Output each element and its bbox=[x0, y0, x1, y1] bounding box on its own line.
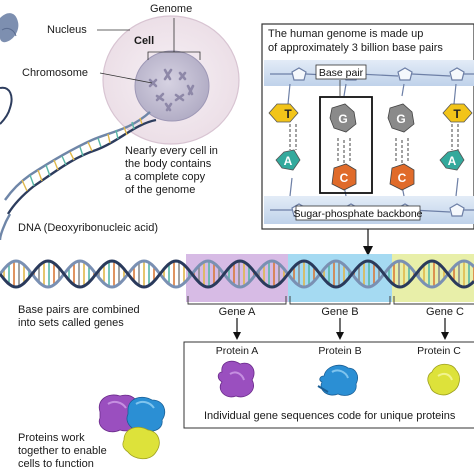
dna-rungs bbox=[3, 261, 474, 287]
cell-caption-line: of the genome bbox=[125, 184, 196, 196]
base-g-right-label: G bbox=[396, 112, 405, 126]
box-to-dna-arrow bbox=[363, 229, 373, 256]
base-c-mid bbox=[331, 163, 357, 191]
dna-strand bbox=[0, 259, 474, 289]
genome-box bbox=[261, 23, 474, 230]
work-caption-line: cells to function bbox=[18, 458, 94, 470]
gene-a-label: Gene A bbox=[218, 306, 256, 318]
bases: T A G C G C T A bbox=[268, 103, 473, 191]
base-c-mid-label: C bbox=[340, 171, 349, 185]
dna-label: DNA (Deoxyribonucleic acid) bbox=[18, 222, 158, 234]
dna-caption-line: Base pairs are combined bbox=[18, 304, 140, 316]
genome-label: Genome bbox=[150, 3, 193, 15]
proteins-caption: Individual gene sequences code for uniqu… bbox=[204, 410, 456, 422]
dna-helix-upper bbox=[0, 86, 157, 241]
genome-box-title-line: of approximately 3 billion base pairs bbox=[268, 42, 443, 54]
base-pair-highlight bbox=[319, 96, 373, 194]
chromosome-label: Chromosome bbox=[22, 67, 89, 79]
backbone-label: Sugar-phosphate backbone bbox=[293, 208, 422, 220]
base-c-right-label: C bbox=[398, 171, 407, 185]
work-caption-line: together to enable bbox=[18, 445, 107, 457]
nucleus-label: Nucleus bbox=[47, 24, 87, 36]
base-t-right-label: T bbox=[453, 107, 461, 121]
protein-b-icon bbox=[317, 364, 358, 396]
cell-icon bbox=[102, 15, 240, 145]
base-a-right bbox=[439, 149, 465, 171]
protein-c-icon bbox=[427, 363, 460, 396]
dna-caption-line: into sets called genes bbox=[18, 317, 124, 329]
protein-complex-icon bbox=[98, 394, 166, 460]
base-c-right bbox=[389, 163, 415, 191]
base-a-left bbox=[275, 149, 301, 171]
gene-braces bbox=[187, 296, 474, 305]
base-a-left-label: A bbox=[284, 154, 293, 168]
base-g-right bbox=[387, 103, 415, 133]
dna-strand bbox=[0, 259, 474, 289]
base-pair-label-box bbox=[315, 64, 367, 80]
gene-c-label: Gene C bbox=[426, 306, 464, 318]
protein-b-label: Protein B bbox=[318, 345, 362, 357]
chromosome-fragment-icon bbox=[0, 13, 19, 43]
cell-pointer-lines bbox=[97, 18, 201, 84]
dna-helix-main bbox=[0, 259, 474, 289]
gene-protein-arrows bbox=[233, 318, 449, 340]
base-g-mid bbox=[329, 103, 357, 133]
base-t-left bbox=[268, 103, 299, 123]
cell-label: Cell bbox=[134, 35, 155, 47]
base-t-right bbox=[442, 103, 473, 123]
genome-box-title-line: The human genome is made up bbox=[268, 28, 424, 40]
protein-a-icon bbox=[217, 360, 255, 398]
protein-c-label: Protein C bbox=[417, 345, 461, 357]
proteins-box bbox=[183, 341, 474, 429]
work-caption-line: Proteins work bbox=[18, 432, 85, 444]
cell-caption-line: the body contains bbox=[125, 158, 212, 170]
base-a-right-label: A bbox=[448, 154, 457, 168]
protein-a-label: Protein A bbox=[215, 345, 259, 357]
base-pair-label: Base pair bbox=[319, 67, 364, 79]
gene-b-label: Gene B bbox=[321, 306, 359, 318]
cell-caption-line: a complete copy bbox=[125, 171, 206, 183]
backbone-label-box bbox=[295, 205, 421, 221]
base-g-mid-label: G bbox=[338, 112, 347, 126]
base-t-left-label: T bbox=[284, 107, 292, 121]
cell-caption-line: Nearly every cell in bbox=[125, 145, 218, 157]
